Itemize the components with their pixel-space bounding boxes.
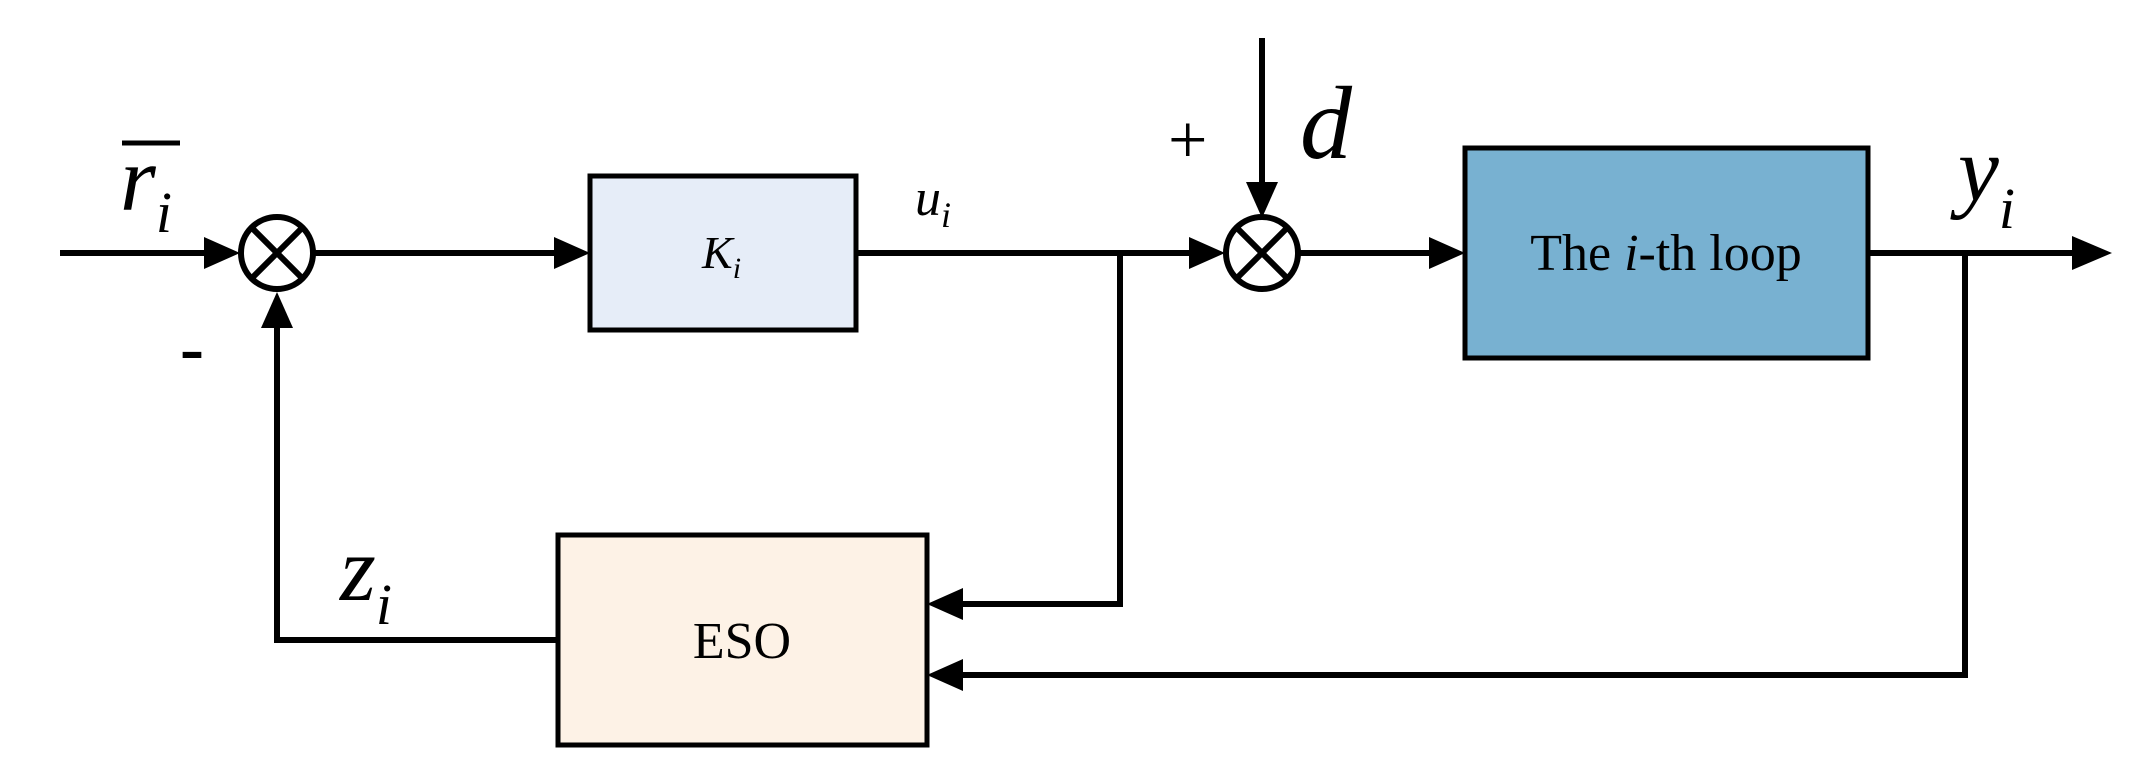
output-symbol: y (1950, 118, 1999, 220)
plant-label-post: -th loop (1639, 225, 1802, 282)
svg-text:The i-th loop: The i-th loop (1530, 225, 1802, 282)
sum2-input-arrowhead (1189, 237, 1225, 269)
svg-text:Ki: Ki (701, 227, 741, 285)
control-signal-symbol: u (915, 170, 941, 227)
observer-output-subscript: i (376, 572, 392, 637)
plant-label-pre: The (1530, 225, 1624, 282)
plant-block (1462, 145, 1871, 361)
observer-block (555, 532, 930, 748)
svg-text:zi: zi (338, 518, 392, 637)
sum-junction-2 (1223, 214, 1301, 292)
sum1-minus-sign: - (180, 308, 204, 388)
disturbance-label: d (1300, 66, 1353, 181)
input-arrowhead (204, 237, 240, 269)
input-subscript: i (156, 180, 172, 245)
plant-label-italic: i (1624, 225, 1638, 282)
controller-block (587, 173, 859, 333)
output-subscript: i (1999, 176, 2015, 241)
observer-output-symbol: z (338, 518, 376, 620)
disturbance-arrowhead (1246, 182, 1278, 218)
sum2-plus-sign: + (1168, 102, 1207, 179)
observer-u-arrowhead (927, 588, 963, 620)
svg-text:yi: yi (1950, 118, 2015, 241)
input-label: ri (120, 128, 180, 245)
svg-text:ri: ri (120, 128, 172, 245)
plant-input-arrowhead (1429, 237, 1465, 269)
controller-symbol: K (701, 227, 735, 278)
input-symbol: r (120, 128, 157, 230)
observer-label: ESO (693, 613, 791, 670)
observer-to-sum1-line (274, 320, 558, 643)
output-arrowhead (2072, 236, 2112, 270)
control-signal-subscript: i (941, 195, 951, 235)
sum1-feedback-arrowhead (261, 292, 293, 328)
controller-subscript: i (733, 252, 741, 285)
u-to-observer-line (957, 253, 1123, 607)
y-to-observer-line (957, 253, 1968, 678)
observer-y-arrowhead (927, 659, 963, 691)
svg-text:ui: ui (915, 170, 951, 235)
sum-junction-1 (238, 214, 316, 292)
controller-input-arrowhead (554, 237, 590, 269)
